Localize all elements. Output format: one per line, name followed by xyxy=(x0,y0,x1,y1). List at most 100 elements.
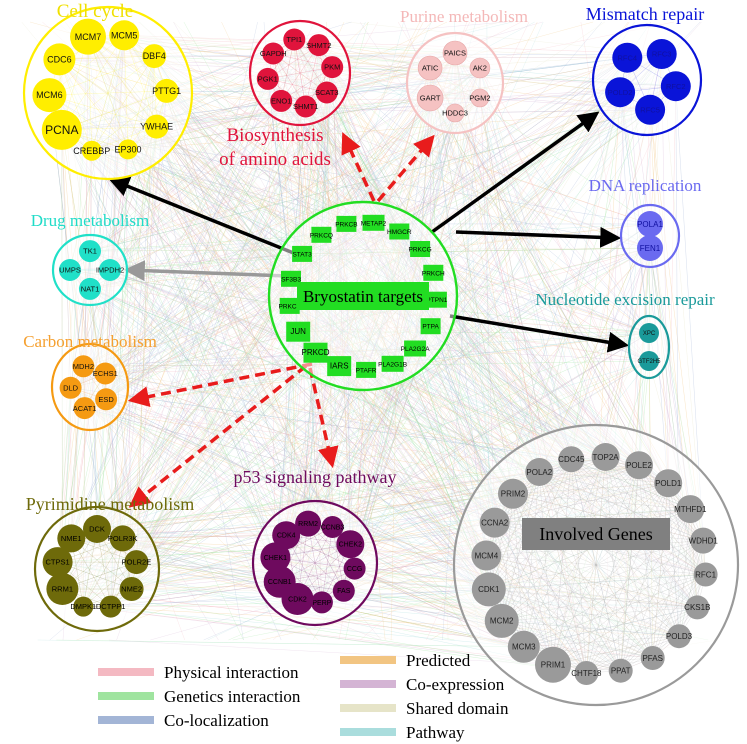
target-node-prkce[interactable] xyxy=(279,297,300,314)
gene-node-chek1[interactable] xyxy=(260,542,291,573)
target-node-sf3b3[interactable] xyxy=(281,270,301,287)
gene-node-dck[interactable] xyxy=(83,515,111,543)
gene-node-pole2[interactable] xyxy=(625,451,653,480)
gene-node-pola1[interactable] xyxy=(637,211,663,237)
target-node-stat3[interactable] xyxy=(292,245,313,262)
gene-node-ccg[interactable] xyxy=(343,557,366,580)
gene-node-gapdh[interactable] xyxy=(262,42,285,65)
gene-node-pold1[interactable] xyxy=(654,469,683,498)
target-node-pla2g1b[interactable] xyxy=(381,355,404,372)
gene-node-tk1[interactable] xyxy=(79,240,101,263)
gene-node-nat1[interactable] xyxy=(79,277,101,300)
gene-node-pold2[interactable] xyxy=(605,77,636,108)
gene-node-perp[interactable] xyxy=(310,591,333,614)
gene-node-tpi1[interactable] xyxy=(283,28,306,51)
gene-node-rfc5[interactable] xyxy=(635,94,666,125)
gene-node-pold3[interactable] xyxy=(667,624,691,649)
gene-node-pttg1[interactable] xyxy=(154,78,179,103)
gene-node-cdk4[interactable] xyxy=(272,521,301,550)
gene-node-wdhd1[interactable] xyxy=(690,527,717,554)
gene-node-ak2[interactable] xyxy=(469,57,491,79)
gene-node-rfc2[interactable] xyxy=(660,71,691,102)
gene-node-polr3k[interactable] xyxy=(109,525,136,552)
interaction-edge xyxy=(61,129,351,545)
gene-node-top2a[interactable] xyxy=(591,443,620,471)
target-node-pla2g2a[interactable] xyxy=(404,340,427,357)
gene-node-umps[interactable] xyxy=(59,259,81,281)
gene-label-pold1: POLD1 xyxy=(655,479,682,488)
target-node-prkcb[interactable] xyxy=(336,215,357,232)
target-node-ptpn1[interactable] xyxy=(426,291,447,308)
gene-node-dbf4[interactable] xyxy=(142,44,167,69)
gene-node-cdc45[interactable] xyxy=(558,446,585,473)
target-node-prkcd[interactable] xyxy=(303,342,328,363)
gene-node-mcm2[interactable] xyxy=(484,603,519,638)
gene-node-ep300[interactable] xyxy=(118,139,138,160)
gene-node-rfc1[interactable] xyxy=(693,562,718,587)
gene-node-cks1b[interactable] xyxy=(685,595,710,620)
gene-node-mcm4[interactable] xyxy=(471,540,502,571)
gene-node-nme1[interactable] xyxy=(57,524,86,553)
gene-node-chtf18[interactable] xyxy=(574,661,599,685)
gene-node-mdh2[interactable] xyxy=(72,355,95,378)
gene-node-rrm2[interactable] xyxy=(295,510,322,537)
gene-node-fas[interactable] xyxy=(332,579,355,602)
target-node-metap2[interactable] xyxy=(362,214,385,231)
gene-node-prim2[interactable] xyxy=(498,478,528,509)
gene-node-impdh2[interactable] xyxy=(99,259,121,281)
gene-node-pgm2[interactable] xyxy=(470,88,490,108)
gene-node-pcna[interactable] xyxy=(41,109,82,150)
target-node-prkcg[interactable] xyxy=(410,241,431,257)
gene-node-gart[interactable] xyxy=(416,84,444,112)
gene-node-fen1[interactable] xyxy=(637,235,663,261)
target-node-prkch[interactable] xyxy=(423,264,444,281)
gene-node-polr2e[interactable] xyxy=(124,550,149,575)
target-node-jun[interactable] xyxy=(286,321,311,342)
gene-node-ppat[interactable] xyxy=(608,658,633,683)
gene-node-ccna2[interactable] xyxy=(479,507,510,538)
gene-node-ccnb1[interactable] xyxy=(263,565,296,598)
gene-node-ccnb3[interactable] xyxy=(321,516,344,538)
gene-node-pgk1[interactable] xyxy=(256,67,279,90)
gene-node-rfc4[interactable] xyxy=(612,42,643,73)
gene-node-ywhae[interactable] xyxy=(144,114,169,139)
target-node-iars[interactable] xyxy=(327,356,352,377)
gene-node-scat3[interactable] xyxy=(315,81,338,104)
gene-node-rfc3[interactable] xyxy=(646,39,677,69)
target-node-ptafr[interactable] xyxy=(356,361,377,378)
gene-node-xpc[interactable] xyxy=(639,323,659,343)
gene-node-nme2[interactable] xyxy=(119,577,144,601)
gene-node-mthfd1[interactable] xyxy=(676,495,705,524)
gene-node-esd[interactable] xyxy=(95,388,118,411)
gene-node-pkm[interactable] xyxy=(321,56,344,79)
gene-node-mcm5[interactable] xyxy=(109,20,140,51)
gene-node-echs1[interactable] xyxy=(94,362,117,385)
gene-node-rrm1[interactable] xyxy=(46,573,79,605)
gene-node-prim1[interactable] xyxy=(535,646,571,683)
gene-node-shmt1[interactable] xyxy=(294,95,317,118)
gene-node-pola2[interactable] xyxy=(525,458,554,486)
gene-node-paics[interactable] xyxy=(442,40,468,66)
gene-node-dld[interactable] xyxy=(59,376,82,399)
gene-node-dctpp1[interactable] xyxy=(99,595,122,618)
gene-node-crebbp[interactable] xyxy=(81,140,102,161)
gene-node-ctps1[interactable] xyxy=(42,547,73,578)
gene-node-acat1[interactable] xyxy=(73,397,96,420)
gene-node-hddc3[interactable] xyxy=(445,103,465,123)
target-node-ptpa[interactable] xyxy=(420,318,441,335)
gene-node-cdc6[interactable] xyxy=(43,43,76,76)
target-node-prkcq[interactable] xyxy=(311,226,332,243)
gene-node-dmpk1[interactable] xyxy=(73,596,94,617)
gene-node-cdk1[interactable] xyxy=(471,572,506,607)
gene-node-mcm6[interactable] xyxy=(32,78,67,113)
gene-node-atic[interactable] xyxy=(417,55,443,81)
gene-node-mcm7[interactable] xyxy=(70,18,106,55)
gene-node-eno1[interactable] xyxy=(270,89,293,112)
gene-node-shmt2[interactable] xyxy=(307,34,330,57)
gene-node-mcm3[interactable] xyxy=(507,630,540,663)
gene-node-pfas[interactable] xyxy=(640,646,665,670)
gene-node-chek2[interactable] xyxy=(336,530,365,559)
interaction-edge xyxy=(294,39,650,334)
gene-node-gtf2h5[interactable] xyxy=(639,351,659,371)
target-node-hmgcr[interactable] xyxy=(389,223,410,240)
